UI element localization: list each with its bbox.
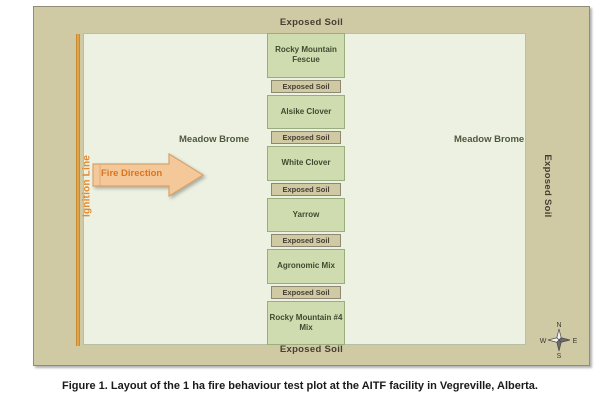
- plot-strip-exposed-soil-bar: Exposed Soil: [271, 285, 341, 299]
- compass-east-label: E: [573, 338, 578, 345]
- diagram-frame: Exposed Soil Exposed Soil Exposed Soil M…: [33, 6, 590, 366]
- plot-cell: Yarrow: [267, 197, 345, 232]
- plot-strip-exposed-soil-bar: Exposed Soil: [271, 182, 341, 196]
- plot-cell: Agronomic Mix: [267, 249, 345, 284]
- figure-caption: Figure 1. Layout of the 1 ha fire behavi…: [62, 380, 538, 392]
- compass-west-label: W: [540, 338, 547, 345]
- plot-strip-exposed-soil-bar: Exposed Soil: [271, 79, 341, 93]
- plot-cell: Rocky Mountain Fescue: [267, 33, 345, 78]
- ignition-line: [76, 34, 80, 346]
- meadow-brome-label-right: Meadow Brome: [454, 134, 525, 145]
- fire-direction-arrow-icon: [91, 152, 205, 198]
- meadow-brome-label-left: Meadow Brome: [179, 134, 250, 145]
- compass-north-label: N: [556, 322, 561, 329]
- plot-cell: Alsike Clover: [267, 94, 345, 129]
- edge-label-top-exposed-soil: Exposed Soil: [279, 17, 344, 28]
- compass-south-label: S: [557, 353, 562, 359]
- plot-cell: Rocky Mountain #4 Mix: [267, 300, 345, 345]
- compass-rose-icon: N S E W: [537, 319, 581, 359]
- edge-label-right-exposed-soil: Exposed Soil: [541, 154, 553, 218]
- plot-strip-exposed-soil-bar: Exposed Soil: [271, 131, 341, 144]
- plot-cell: White Clover: [267, 146, 345, 181]
- plot-strip-exposed-soil-bar: Exposed Soil: [271, 234, 341, 247]
- edge-label-bottom-exposed-soil: Exposed Soil: [279, 344, 344, 355]
